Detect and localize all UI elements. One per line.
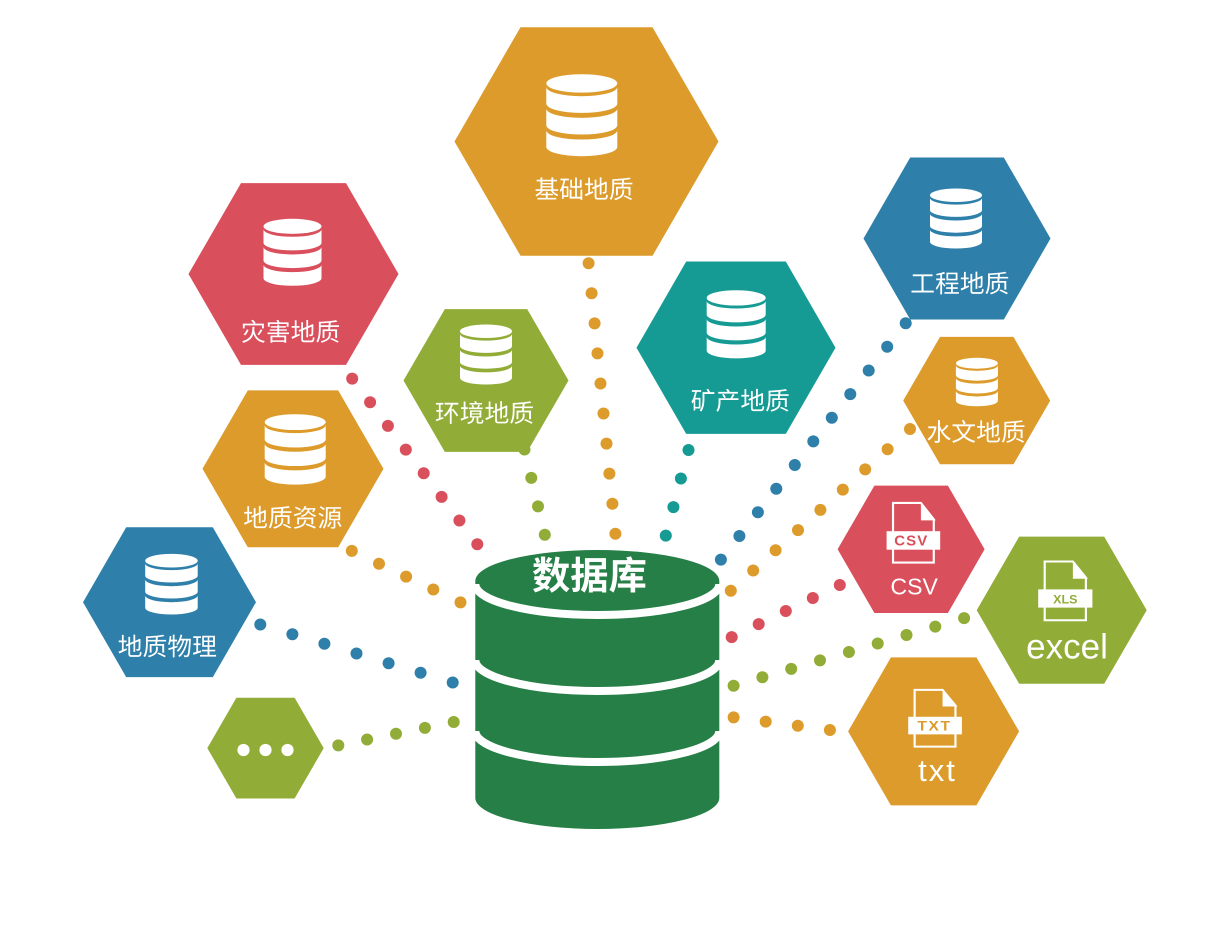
svg-text:excel: excel bbox=[1026, 628, 1108, 667]
svg-text:CSV: CSV bbox=[894, 534, 928, 550]
svg-text:TXT: TXT bbox=[917, 719, 951, 734]
svg-text:CSV: CSV bbox=[891, 574, 939, 600]
svg-text:txt: txt bbox=[918, 753, 957, 788]
svg-text:XLS: XLS bbox=[1053, 593, 1077, 607]
